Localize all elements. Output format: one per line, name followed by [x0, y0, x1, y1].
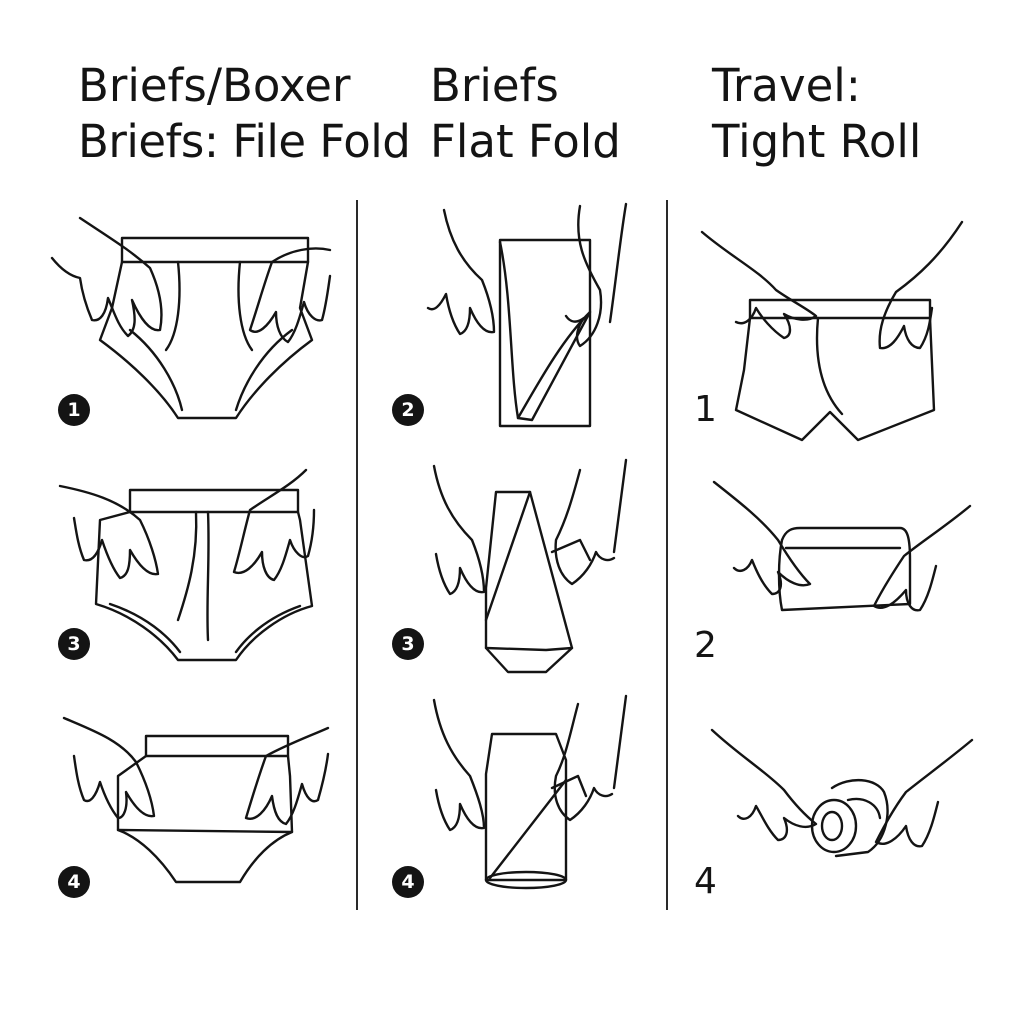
step-badge: 2	[392, 394, 424, 426]
hands-illustration	[52, 218, 330, 342]
step-number: 1	[694, 390, 717, 430]
flat-fold-final-illustration	[486, 734, 566, 888]
travel-tight-roll-illustration	[812, 780, 887, 856]
step-badge: 3	[392, 628, 424, 660]
hands-illustration	[434, 696, 626, 830]
step-badge: 1	[58, 394, 90, 426]
hands-illustration	[434, 460, 626, 594]
flat-fold-triangle-illustration	[486, 492, 572, 672]
step-number: 4	[694, 862, 717, 902]
hands-illustration	[714, 482, 970, 610]
boxer-briefs-illustration	[96, 490, 312, 660]
hands-illustration	[702, 222, 962, 348]
step-badge: 3	[58, 628, 90, 660]
step-badge: 4	[392, 866, 424, 898]
briefs-flat-illustration	[100, 238, 312, 418]
step-badge: 4	[58, 866, 90, 898]
hands-illustration	[428, 204, 626, 346]
step-number: 2	[694, 626, 717, 666]
